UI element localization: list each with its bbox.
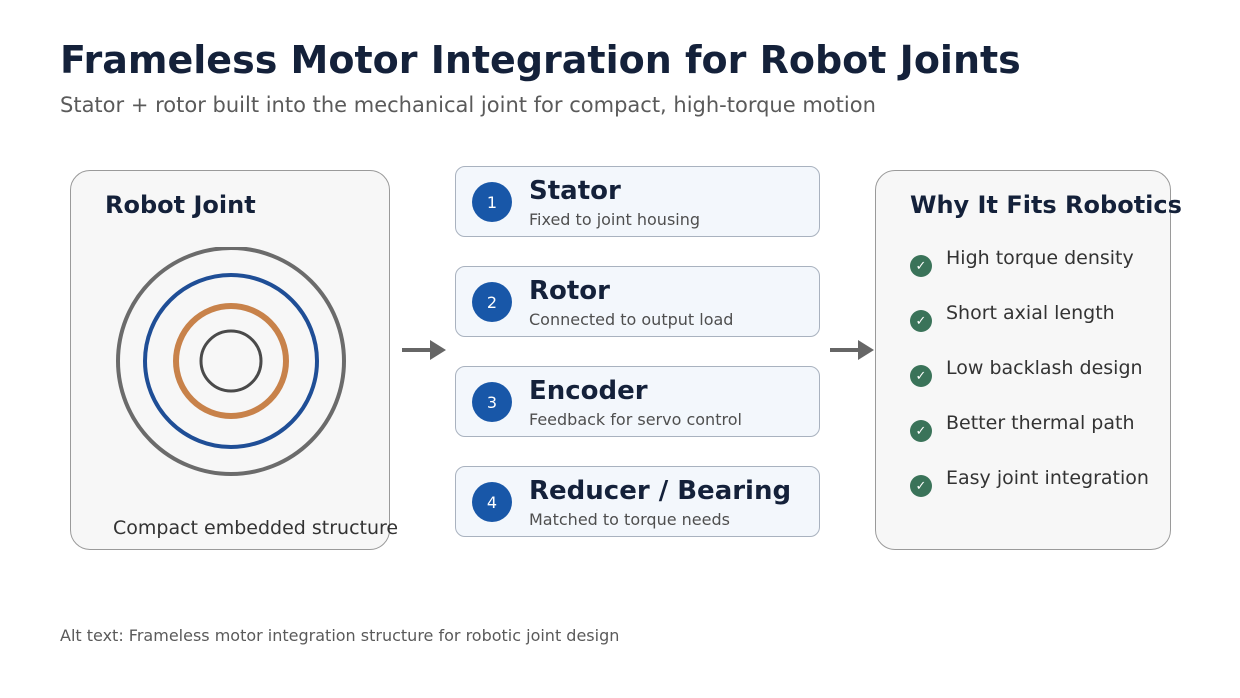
- rotor-ring: [143, 273, 319, 449]
- robot-joint-title: Robot Joint: [105, 191, 256, 219]
- page-title: Frameless Motor Integration for Robot Jo…: [60, 38, 1021, 82]
- step-number-badge: 2: [472, 282, 512, 322]
- benefit-label: Short axial length: [946, 302, 1115, 324]
- arrow-right-icon: [402, 340, 446, 360]
- magnet-ring: [173, 303, 289, 419]
- check-icon: ✓: [910, 255, 932, 277]
- shaft-ring: [199, 329, 263, 393]
- why-it-fits-title: Why It Fits Robotics: [910, 191, 1182, 219]
- benefit-label: Easy joint integration: [946, 467, 1149, 489]
- check-icon: ✓: [910, 420, 932, 442]
- component-title: Encoder: [529, 376, 648, 406]
- component-subtitle: Connected to output load: [529, 310, 734, 329]
- arrow-right-icon: [830, 340, 874, 360]
- stator-ring: [116, 247, 346, 476]
- component-subtitle: Fixed to joint housing: [529, 210, 701, 229]
- component-card-stator: 1 Stator Fixed to joint housing: [455, 166, 820, 237]
- page-subtitle: Stator + rotor built into the mechanical…: [60, 93, 876, 117]
- component-subtitle: Matched to torque needs: [529, 510, 730, 529]
- why-it-fits-panel: Why It Fits Robotics ✓ High torque densi…: [875, 170, 1182, 550]
- check-icon: ✓: [910, 365, 932, 387]
- component-card-encoder: 3 Encoder Feedback for servo control: [455, 366, 820, 437]
- step-number-badge: 4: [472, 482, 512, 522]
- step-number-badge: 3: [472, 382, 512, 422]
- alt-text-caption: Alt text: Frameless motor integration st…: [60, 626, 620, 645]
- component-title: Reducer / Bearing: [529, 476, 792, 506]
- component-card-reducer-bearing: 4 Reducer / Bearing Matched to torque ne…: [455, 466, 820, 537]
- check-icon: ✓: [910, 310, 932, 332]
- step-number-badge: 1: [472, 182, 512, 222]
- component-title: Rotor: [529, 276, 610, 306]
- component-subtitle: Feedback for servo control: [529, 410, 742, 429]
- component-card-rotor: 2 Rotor Connected to output load: [455, 266, 820, 337]
- check-icon: ✓: [910, 475, 932, 497]
- robot-joint-caption: Compact embedded structure: [113, 517, 399, 539]
- component-title: Stator: [529, 176, 621, 206]
- benefit-label: High torque density: [946, 247, 1134, 269]
- joint-rings-diagram: [116, 247, 346, 476]
- benefit-label: Low backlash design: [946, 357, 1143, 379]
- robot-joint-panel: Robot Joint Compact embedded structure: [70, 170, 398, 550]
- benefit-label: Better thermal path: [946, 412, 1135, 434]
